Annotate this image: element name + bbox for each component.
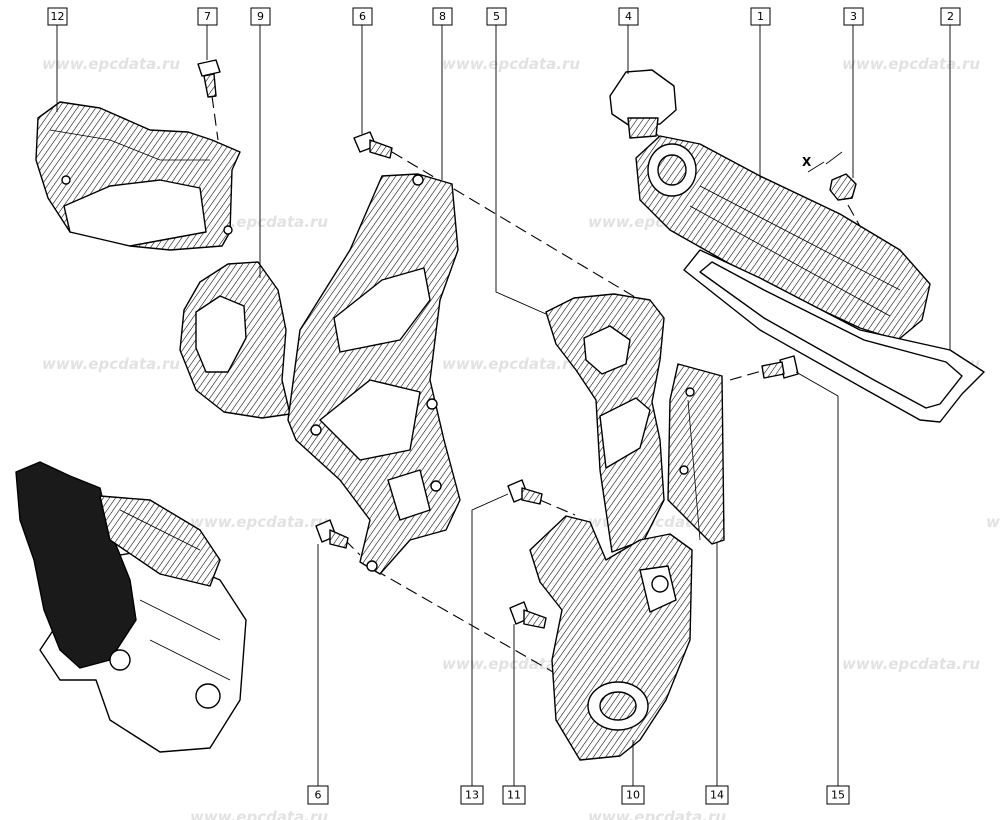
watermark: www.epcdata.ru bbox=[442, 655, 580, 673]
svg-text:13: 13 bbox=[465, 789, 479, 802]
part-cover-bracket bbox=[667, 363, 725, 545]
svg-text:4: 4 bbox=[625, 10, 632, 23]
part-valve-cover bbox=[635, 135, 931, 341]
part-oil-filler-cap bbox=[609, 69, 677, 139]
svg-text:2: 2 bbox=[947, 10, 954, 23]
watermark: www.epcdata.ru bbox=[588, 808, 726, 820]
part-bolt bbox=[507, 479, 543, 505]
symbol-x: X bbox=[802, 155, 812, 169]
assembly-line bbox=[211, 95, 219, 141]
part-valve-cover-gasket bbox=[683, 249, 985, 423]
part-timing-back-plate bbox=[287, 173, 461, 575]
part-bolt bbox=[353, 131, 393, 159]
assembly-line bbox=[729, 369, 766, 381]
callout-6-top: 6 bbox=[352, 7, 373, 26]
svg-text:15: 15 bbox=[831, 789, 845, 802]
callout-9: 9 bbox=[250, 7, 271, 26]
svg-text:1: 1 bbox=[757, 10, 764, 23]
part-lower-front-cover bbox=[529, 515, 693, 761]
watermark: www.epcdata.ru bbox=[190, 513, 328, 531]
part-upper-front-cover bbox=[545, 293, 665, 553]
svg-text:9: 9 bbox=[257, 10, 264, 23]
svg-text:6: 6 bbox=[315, 789, 322, 802]
callout-7: 7 bbox=[197, 7, 218, 26]
watermark: www.epcdata.ru bbox=[190, 808, 328, 820]
callout-14: 14 bbox=[705, 785, 729, 805]
watermark: www.epcdata.ru bbox=[42, 355, 180, 373]
assembly-line bbox=[539, 499, 576, 516]
engine-reference-view bbox=[15, 461, 247, 753]
callout-6-bottom: 6 bbox=[307, 785, 329, 805]
callout-12: 12 bbox=[47, 7, 68, 26]
assembly-line bbox=[391, 151, 661, 313]
part-nut: X bbox=[802, 151, 857, 201]
callout-10: 10 bbox=[621, 785, 645, 805]
leader-lines bbox=[56, 25, 951, 786]
watermark: www.epcdata.ru bbox=[842, 55, 980, 73]
svg-text:14: 14 bbox=[710, 789, 724, 802]
part-bolt bbox=[197, 59, 221, 98]
part-bolt bbox=[315, 519, 349, 549]
callout-1: 1 bbox=[750, 7, 771, 26]
svg-text:10: 10 bbox=[626, 789, 640, 802]
svg-text:7: 7 bbox=[204, 10, 211, 23]
part-small-timing-cover bbox=[179, 261, 291, 419]
callout-15: 15 bbox=[826, 785, 850, 805]
callout-4: 4 bbox=[618, 7, 639, 26]
part-bolt bbox=[761, 355, 799, 379]
svg-text:6: 6 bbox=[359, 10, 366, 23]
watermark: www.epcdata.ru bbox=[986, 513, 1000, 531]
svg-text:11: 11 bbox=[507, 789, 521, 802]
svg-text:8: 8 bbox=[439, 10, 446, 23]
part-upper-timing-cover bbox=[35, 101, 241, 251]
watermark: www.epcdata.ru bbox=[842, 655, 980, 673]
svg-text:5: 5 bbox=[493, 10, 500, 23]
callout-5: 5 bbox=[486, 7, 507, 26]
callout-13: 13 bbox=[460, 785, 484, 805]
svg-text:3: 3 bbox=[850, 10, 857, 23]
watermark: www.epcdata.ru bbox=[42, 55, 180, 73]
callout-11: 11 bbox=[502, 785, 526, 805]
callout-3: 3 bbox=[843, 7, 864, 26]
callout-2: 2 bbox=[940, 7, 961, 26]
svg-text:12: 12 bbox=[51, 10, 65, 23]
watermark: www.epcdata.ru bbox=[442, 55, 580, 73]
callout-8: 8 bbox=[432, 7, 453, 26]
watermark: www.epcdata.ru bbox=[442, 355, 580, 373]
part-bolt bbox=[509, 601, 547, 629]
